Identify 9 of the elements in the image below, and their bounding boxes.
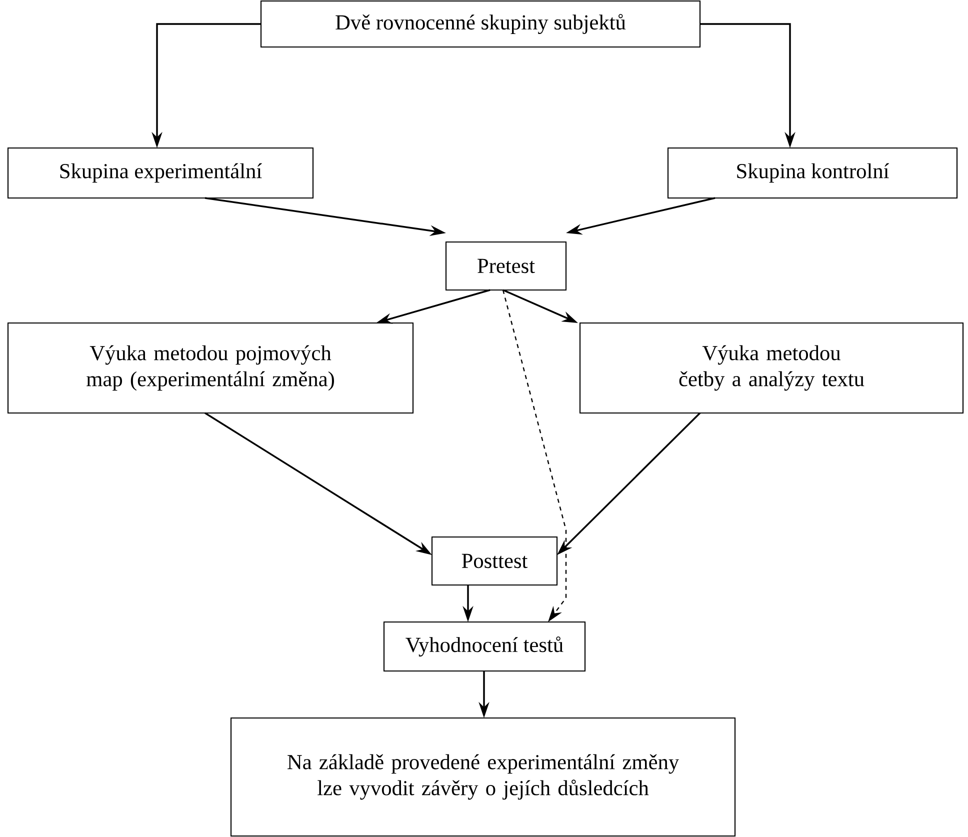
process-box: Skupina experimentální [7, 147, 314, 199]
process-box: Na základě provedené experimentální změny lze vyvodit závěry o jejích důsledcích [230, 717, 736, 837]
process-box: Posttest [431, 536, 558, 586]
process-box: Vyhodnocení testů [383, 621, 586, 672]
process-box: Výuka metodou četby a analýzy textu [579, 322, 964, 414]
process-box: Dvě rovnocenné skupiny subjektů [260, 0, 701, 48]
process-box: Výuka metodou pojmových map (experimentální změna) [7, 322, 414, 414]
process-box: Skupina kontrolní [667, 147, 958, 199]
process-box: Pretest [445, 241, 567, 291]
